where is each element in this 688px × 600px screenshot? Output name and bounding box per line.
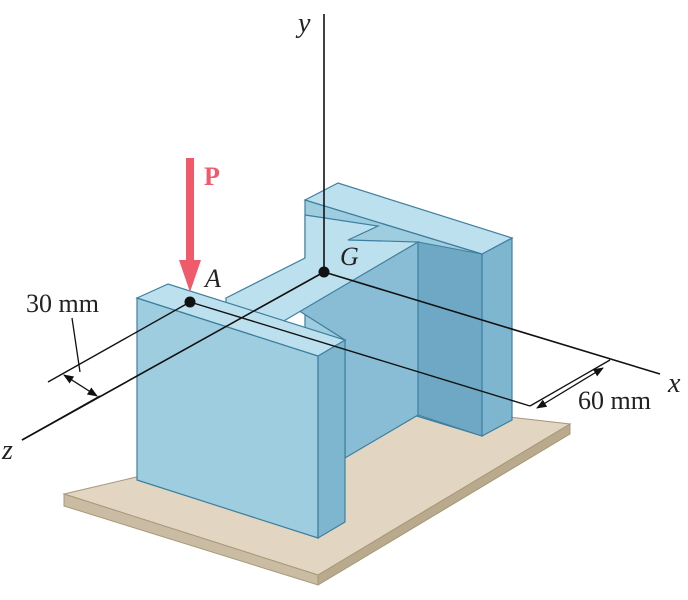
back-flange-top-face xyxy=(303,182,514,255)
load-arrow-head xyxy=(179,260,201,292)
dimension-60mm-label: 60 mm xyxy=(578,386,651,415)
load-arrow-p xyxy=(179,158,201,292)
back-flange-side-face xyxy=(481,237,513,437)
line-a-parallel-z xyxy=(47,301,191,383)
eccentricity-lines xyxy=(47,301,531,407)
load-arrow-shaft xyxy=(186,158,194,264)
point-g-label: G xyxy=(340,242,359,271)
dim-30-extension xyxy=(21,395,101,441)
base-plate-edge-right xyxy=(317,423,571,586)
dim-60-arrow xyxy=(536,367,604,409)
x-axis-label: x xyxy=(667,368,681,399)
line-a-parallel-x xyxy=(189,301,531,407)
dim-30-leader xyxy=(71,317,81,373)
front-flange-side-face xyxy=(317,338,346,540)
load-label: P xyxy=(204,162,220,191)
y-axis-label: y xyxy=(295,8,311,39)
dimension-30mm-label: 30 mm xyxy=(26,289,99,318)
point-a-label: A xyxy=(203,264,221,293)
point-a-marker xyxy=(184,296,196,308)
z-axis-label: z xyxy=(1,435,13,466)
point-g-marker xyxy=(318,266,330,278)
dim-30-arrow xyxy=(63,374,98,397)
x-axis-line xyxy=(323,271,661,375)
dimension-30mm xyxy=(21,317,101,441)
dimension-60mm xyxy=(529,359,611,409)
back-flange-dark-slot xyxy=(417,241,483,437)
